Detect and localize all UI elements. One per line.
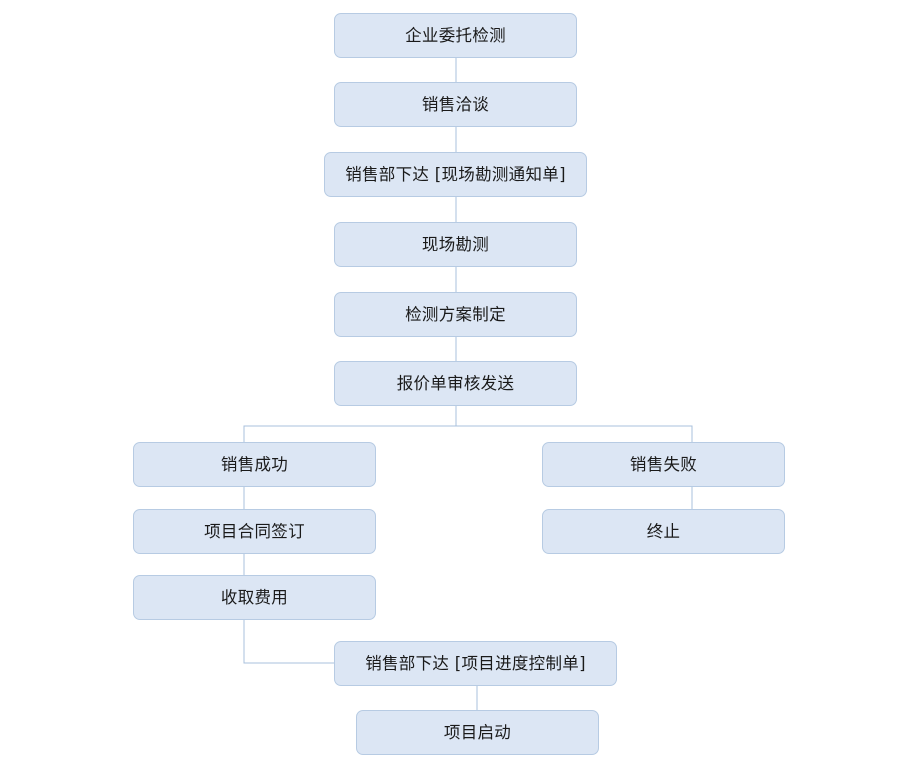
flow-node-n9[interactable]: 项目合同签订 bbox=[133, 509, 376, 554]
flow-node-n8[interactable]: 销售失败 bbox=[542, 442, 785, 487]
flow-node-n5[interactable]: 检测方案制定 bbox=[334, 292, 577, 337]
flow-node-n7[interactable]: 销售成功 bbox=[133, 442, 376, 487]
flow-node-label: 终止 bbox=[646, 521, 681, 541]
flow-node-n1[interactable]: 企业委托检测 bbox=[334, 13, 577, 58]
flow-node-n4[interactable]: 现场勘测 bbox=[334, 222, 577, 267]
flow-node-label: 收取费用 bbox=[220, 587, 289, 607]
flow-node-label: 销售部下达 [项目进度控制单] bbox=[365, 653, 586, 673]
flow-node-n2[interactable]: 销售洽谈 bbox=[334, 82, 577, 127]
flow-node-label: 销售成功 bbox=[220, 454, 289, 474]
flow-connector-e6 bbox=[243, 406, 457, 442]
flow-connector-e11 bbox=[243, 620, 334, 664]
flow-node-label: 项目合同签订 bbox=[204, 521, 305, 541]
flow-connector-e7 bbox=[455, 406, 693, 442]
flow-node-label: 企业委托检测 bbox=[405, 25, 506, 45]
flow-node-label: 检测方案制定 bbox=[405, 304, 506, 324]
flow-node-n11[interactable]: 收取费用 bbox=[133, 575, 376, 620]
flow-node-n13[interactable]: 项目启动 bbox=[356, 710, 599, 755]
flow-node-n6[interactable]: 报价单审核发送 bbox=[334, 361, 577, 406]
flow-node-label: 销售失败 bbox=[629, 454, 698, 474]
flow-node-label: 销售洽谈 bbox=[421, 94, 490, 114]
flow-node-n10[interactable]: 终止 bbox=[542, 509, 785, 554]
flow-node-label: 销售部下达 [现场勘测通知单] bbox=[345, 164, 566, 184]
flow-node-label: 报价单审核发送 bbox=[396, 373, 515, 393]
flow-node-label: 现场勘测 bbox=[421, 234, 490, 254]
flow-node-n3[interactable]: 销售部下达 [现场勘测通知单] bbox=[324, 152, 587, 197]
flow-node-n12[interactable]: 销售部下达 [项目进度控制单] bbox=[334, 641, 617, 686]
flow-node-label: 项目启动 bbox=[443, 722, 512, 742]
